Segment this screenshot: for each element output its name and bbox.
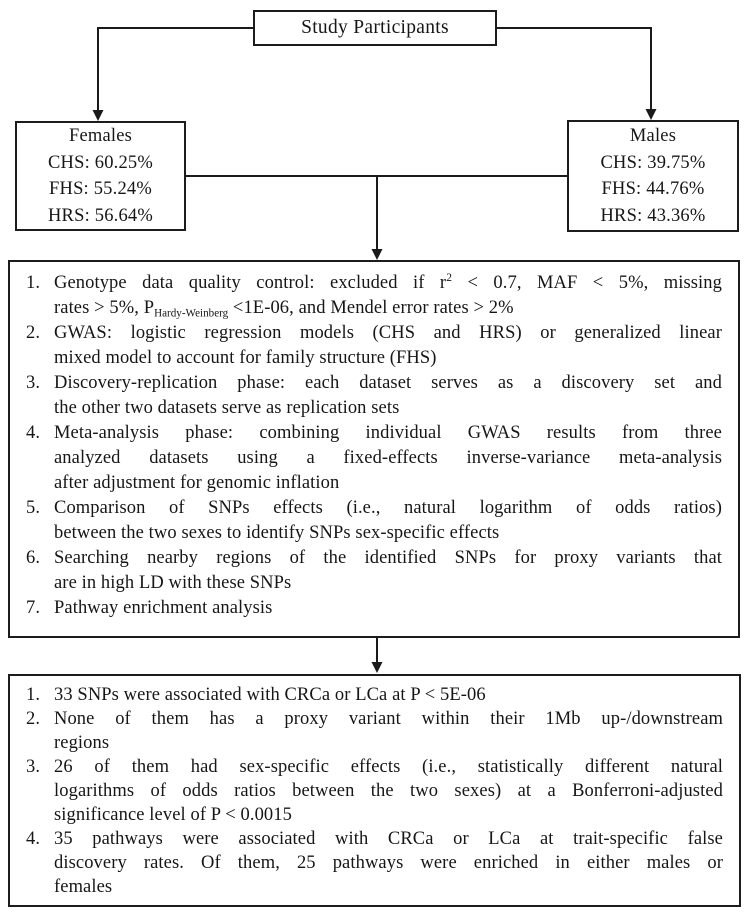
males-title: Males [629, 126, 677, 146]
item-text-line: females [54, 877, 113, 897]
list-item: 1. Genotype data quality control: exclude… [10, 271, 738, 321]
item-text-line: 26 of them had sex-specific effects (i.e… [54, 757, 723, 777]
item-text-line: 35 pathways were associated with CRCa or… [54, 829, 723, 849]
item-text-line: between the two sexes to identify SNPs s… [54, 523, 500, 543]
item-text-line: significance level of P < 0.0015 [54, 805, 292, 825]
list-item: 2. GWAS: logistic regression models (CHS … [10, 321, 738, 371]
females-box: Females CHS: 60.25% FHS: 55.24% HRS: 56.… [15, 121, 186, 231]
item-text-line: Genotype data quality control: excluded … [54, 271, 722, 293]
item-text-line: Pathway enrichment analysis [54, 598, 273, 618]
females-box-content: Females CHS: 60.25% FHS: 55.24% HRS: 56.… [17, 123, 184, 229]
item-number: 6. [26, 548, 41, 568]
item-text: 33 SNPs were associated with CRCa or LCa… [54, 683, 739, 707]
item-number: 2. [26, 709, 41, 729]
item-text-line: logarithms of odds ratios between the tw… [54, 781, 723, 801]
item-text: Discovery-replication phase: each datase… [54, 371, 738, 421]
item-text-line: 33 SNPs were associated with CRCa or LCa… [54, 685, 486, 705]
list-item: 1. 33 SNPs were associated with CRCa or L… [10, 683, 739, 707]
item-text: 26 of them had sex-specific effects (i.e… [54, 755, 739, 827]
item-text: Searching nearby regions of the identifi… [54, 546, 738, 596]
females-fhs-stat: FHS: 55.24% [49, 179, 152, 199]
item-text: None of them has a proxy variant within … [54, 707, 739, 755]
item-text-line: Searching nearby regions of the identifi… [54, 548, 722, 568]
list-item: 6. Searching nearby regions of the identi… [10, 546, 738, 596]
item-text-line: regions [54, 733, 110, 753]
females-hrs-stat: HRS: 56.64% [48, 205, 153, 226]
item-text-line: mixed model to account for family struct… [54, 348, 437, 368]
item-text-line: the other two datasets serve as replicat… [54, 398, 400, 418]
arrowhead-process [371, 249, 383, 260]
item-text-line: are in high LD with these SNPs [54, 573, 292, 593]
methods-list: 1. Genotype data quality control: exclude… [10, 271, 738, 621]
item-number: 3. [26, 757, 41, 777]
item-text-line: Meta-analysis phase: combining individua… [54, 423, 722, 443]
item-text: Genotype data quality control: excluded … [54, 271, 738, 321]
item-text-line: None of them has a proxy variant within … [54, 709, 723, 729]
arrowhead-females [92, 110, 104, 121]
females-title: Females [68, 126, 133, 146]
item-text: Meta-analysis phase: combining individua… [54, 421, 738, 496]
item-text: 35 pathways were associated with CRCa or… [54, 827, 739, 899]
list-item: 4. Meta-analysis phase: combining individ… [10, 421, 738, 496]
item-text-line: after adjustment for genomic inflation [54, 473, 340, 493]
item-text-line: GWAS: logistic regression models (CHS an… [54, 323, 722, 343]
item-number: 4. [26, 423, 41, 443]
item-text: Pathway enrichment analysis [54, 596, 738, 621]
males-chs-stat: CHS: 39.75% [600, 152, 706, 173]
item-text: Comparison of SNPs effects (i.e., natura… [54, 496, 738, 546]
item-number: 1. [26, 685, 41, 705]
list-item: 2. None of them has a proxy variant withi… [10, 707, 739, 755]
list-item: 7. Pathway enrichment analysis [10, 596, 738, 621]
males-hrs-stat: HRS: 43.36% [600, 205, 706, 226]
list-item: 4. 35 pathways were associated with CRCa … [10, 827, 739, 899]
females-chs-stat: CHS: 60.25% [48, 152, 153, 173]
list-item: 3. Discovery-replication phase: each data… [10, 371, 738, 421]
arrowhead-males [645, 109, 657, 120]
study-participants-label: Study Participants [301, 17, 449, 38]
study-participants-box: Study Participants [253, 10, 497, 46]
results-box: 1. 33 SNPs were associated with CRCa or L… [8, 674, 741, 907]
males-box: Males CHS: 39.75% FHS: 44.76% HRS: 43.36… [567, 120, 739, 232]
item-number: 7. [26, 598, 41, 618]
item-number: 3. [26, 373, 41, 393]
males-fhs-stat: FHS: 44.76% [601, 179, 705, 199]
item-text: GWAS: logistic regression models (CHS an… [54, 321, 738, 371]
results-list: 1. 33 SNPs were associated with CRCa or L… [10, 683, 739, 899]
methods-box: 1. Genotype data quality control: exclude… [8, 260, 740, 638]
item-number: 4. [26, 829, 41, 849]
list-item: 3. 26 of them had sex-specific effects (i… [10, 755, 739, 827]
item-number: 2. [26, 323, 41, 343]
item-text-line: Comparison of SNPs effects (i.e., natura… [54, 498, 722, 518]
item-number: 1. [26, 273, 41, 293]
males-box-content: Males CHS: 39.75% FHS: 44.76% HRS: 43.36… [569, 122, 737, 230]
item-text-line: rates > 5%, PHardy-Weinberg <1E-06, and … [54, 298, 514, 320]
arrowhead-results [371, 662, 383, 673]
item-text-line: analyzed datasets using a fixed-effects … [54, 448, 722, 468]
item-number: 5. [26, 498, 41, 518]
item-text-line: discovery rates. Of them, 25 pathways we… [54, 853, 723, 873]
list-item: 5. Comparison of SNPs effects (i.e., natu… [10, 496, 738, 546]
item-text-line: Discovery-replication phase: each datase… [54, 373, 722, 393]
